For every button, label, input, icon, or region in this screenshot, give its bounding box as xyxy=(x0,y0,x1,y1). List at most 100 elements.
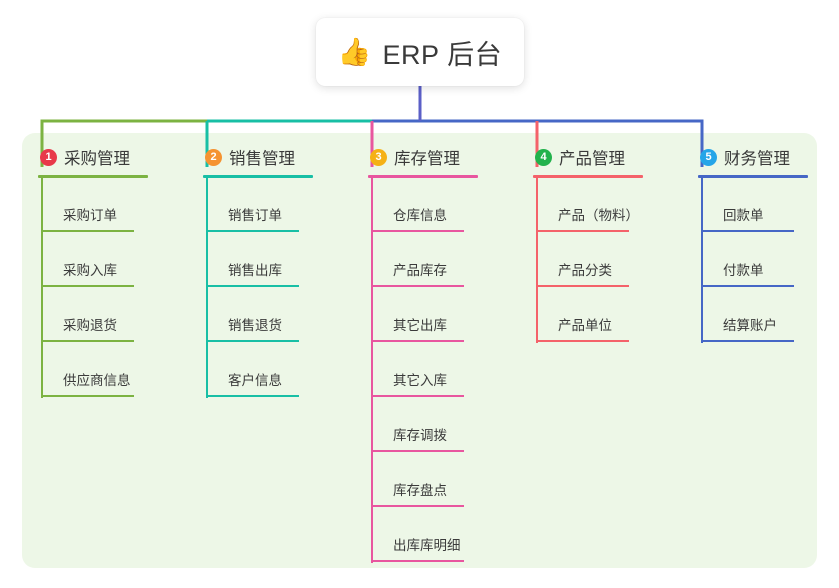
branch-item-underline xyxy=(41,285,134,287)
branch-item-underline xyxy=(41,340,134,342)
branch-badge-icon: 1 xyxy=(40,148,57,166)
branch-item-underline xyxy=(206,340,299,342)
branch-header-underline xyxy=(203,175,313,178)
branch-badge-icon: 4 xyxy=(535,148,552,166)
branch-item-label: 产品单位 xyxy=(558,318,612,333)
branch-item-underline xyxy=(701,340,794,342)
branch-item[interactable]: 采购退货 xyxy=(38,288,188,343)
branch-item[interactable]: 产品单位 xyxy=(533,288,683,343)
branch-badge-icon: 5 xyxy=(700,148,717,166)
branch-item-list: 仓库信息产品库存其它出库其它入库库存调拨库存盘点出库库明细 xyxy=(368,178,518,563)
branch-item[interactable]: 销售出库 xyxy=(203,233,353,288)
branch-item[interactable]: 回款单 xyxy=(698,178,839,233)
branch-item[interactable]: 其它出库 xyxy=(368,288,518,343)
branch-item-underline xyxy=(371,395,464,397)
branch-header-underline xyxy=(38,175,148,178)
branch-item-underline xyxy=(206,395,299,397)
branch-item[interactable]: 采购订单 xyxy=(38,178,188,233)
branch-item-label: 付款单 xyxy=(723,263,764,278)
branch-item[interactable]: 库存盘点 xyxy=(368,453,518,508)
branch-item-underline xyxy=(371,450,464,452)
branch-item-underline xyxy=(371,340,464,342)
branch-column-3: 3 库存管理仓库信息产品库存其它出库其它入库库存调拨库存盘点出库库明细 xyxy=(368,145,518,563)
branch-item-label: 采购退货 xyxy=(63,318,117,333)
branch-item[interactable]: 其它入库 xyxy=(368,343,518,398)
branch-item[interactable]: 产品分类 xyxy=(533,233,683,288)
branch-item-underline xyxy=(371,560,464,562)
branch-item[interactable]: 供应商信息 xyxy=(38,343,188,398)
branch-item[interactable]: 结算账户 xyxy=(698,288,839,343)
branch-header-4[interactable]: 4 产品管理 xyxy=(533,145,683,169)
thumbs-up-icon: 👍 xyxy=(337,36,372,68)
branch-item-label: 结算账户 xyxy=(723,318,777,333)
branch-item-list: 销售订单销售出库销售退货客户信息 xyxy=(203,178,353,398)
branch-title: 采购管理 xyxy=(64,150,130,168)
branch-item-underline xyxy=(371,285,464,287)
branch-badge-icon: 3 xyxy=(370,148,387,166)
branch-title: 财务管理 xyxy=(724,150,790,168)
branch-header-1[interactable]: 1 采购管理 xyxy=(38,145,188,169)
branch-item-list: 采购订单采购入库采购退货供应商信息 xyxy=(38,178,188,398)
branch-header-5[interactable]: 5 财务管理 xyxy=(698,145,839,169)
branch-item-label: 产品分类 xyxy=(558,263,612,278)
branch-item-underline xyxy=(536,340,629,342)
branch-item-underline xyxy=(41,230,134,232)
branch-item[interactable]: 库存调拨 xyxy=(368,398,518,453)
branch-spine xyxy=(41,178,43,398)
branch-item-list: 产品（物料） 产品分类产品单位 xyxy=(533,178,683,343)
branch-item[interactable]: 产品（物料） xyxy=(533,178,683,233)
branch-item-underline xyxy=(701,285,794,287)
branch-item-label: 客户信息 xyxy=(228,373,282,388)
branch-item-underline xyxy=(536,230,629,232)
branch-item-label: 其它入库 xyxy=(393,373,447,388)
branch-title: 产品管理 xyxy=(559,150,625,168)
root-node[interactable]: 👍 ERP 后台 xyxy=(316,18,524,86)
branch-header-underline xyxy=(368,175,478,178)
branch-column-1: 1 采购管理采购订单采购入库采购退货供应商信息 xyxy=(38,145,188,398)
branch-item-label: 出库库明细 xyxy=(393,538,461,553)
branch-item-underline xyxy=(701,230,794,232)
branch-item-label: 销售订单 xyxy=(228,208,282,223)
branch-header-underline xyxy=(533,175,643,178)
branch-item-underline xyxy=(206,285,299,287)
branch-item-label: 库存调拨 xyxy=(393,428,447,443)
branch-item[interactable]: 出库库明细 xyxy=(368,508,518,563)
branch-item[interactable]: 客户信息 xyxy=(203,343,353,398)
branch-title: 销售管理 xyxy=(229,150,295,168)
branch-column-4: 4 产品管理产品（物料） 产品分类产品单位 xyxy=(533,145,683,343)
branch-column-5: 5 财务管理回款单付款单结算账户 xyxy=(698,145,839,343)
branch-item-list: 回款单付款单结算账户 xyxy=(698,178,839,343)
branch-item[interactable]: 销售订单 xyxy=(203,178,353,233)
branch-spine xyxy=(371,178,373,563)
branch-badge-icon: 2 xyxy=(205,148,222,166)
branch-item-underline xyxy=(371,505,464,507)
branches-panel xyxy=(22,133,817,568)
branch-item[interactable]: 销售退货 xyxy=(203,288,353,343)
branch-spine xyxy=(536,178,538,343)
branch-item-label: 销售退货 xyxy=(228,318,282,333)
branch-item-underline xyxy=(41,395,134,397)
root-node-label: ERP 后台 xyxy=(382,39,503,70)
branch-item-underline xyxy=(371,230,464,232)
branch-header-2[interactable]: 2 销售管理 xyxy=(203,145,353,169)
branch-item[interactable]: 付款单 xyxy=(698,233,839,288)
branch-item-label: 库存盘点 xyxy=(393,483,447,498)
branch-header-underline xyxy=(698,175,808,178)
branch-item[interactable]: 采购入库 xyxy=(38,233,188,288)
branch-header-3[interactable]: 3 库存管理 xyxy=(368,145,518,169)
branch-item[interactable]: 产品库存 xyxy=(368,233,518,288)
branch-spine xyxy=(206,178,208,398)
branch-column-2: 2 销售管理销售订单销售出库销售退货客户信息 xyxy=(203,145,353,398)
branch-item[interactable]: 仓库信息 xyxy=(368,178,518,233)
branch-item-underline xyxy=(536,285,629,287)
branch-item-label: 供应商信息 xyxy=(63,373,131,388)
branch-spine xyxy=(701,178,703,343)
branch-item-label: 仓库信息 xyxy=(393,208,447,223)
branch-item-label: 采购入库 xyxy=(63,263,117,278)
branch-title: 库存管理 xyxy=(394,150,460,168)
branch-item-label: 采购订单 xyxy=(63,208,117,223)
branch-item-label: 其它出库 xyxy=(393,318,447,333)
branch-item-underline xyxy=(206,230,299,232)
